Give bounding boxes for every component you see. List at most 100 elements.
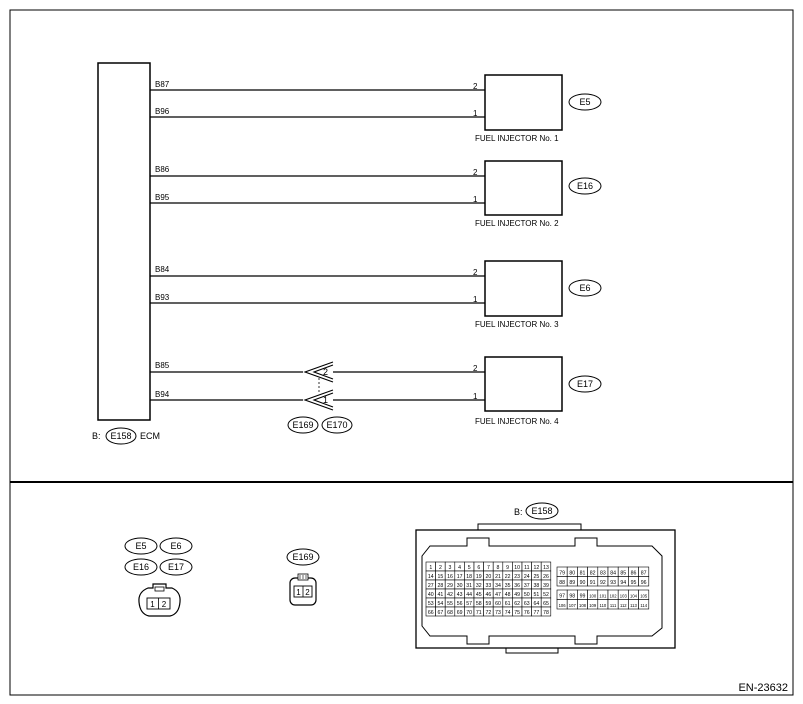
inline-pin-label: 1 (323, 395, 328, 405)
connector-label: E6 (170, 541, 181, 551)
ecm-pin-number: 85 (620, 571, 626, 577)
ecm-pin-number: 111 (610, 603, 617, 608)
injector-name: FUEL INJECTOR No. 3 (475, 320, 559, 329)
ecm-pin-number: 17 (457, 574, 463, 580)
ecm-pin-number: 21 (495, 574, 501, 580)
injector-connector-badge (568, 93, 602, 111)
ecm-pin-number: 58 (476, 601, 482, 607)
ecm-prefix: B: (92, 431, 101, 441)
ecm-pin-number: 105 (640, 594, 648, 599)
ecm-pin-number: 34 (495, 583, 501, 589)
ecm-pin-number: 73 (495, 610, 501, 616)
ecm-pin-number: 103 (620, 594, 628, 599)
injector-name: FUEL INJECTOR No. 2 (475, 219, 559, 228)
inline-pin-label: 2 (323, 367, 328, 377)
ecm-pin-number: 22 (505, 574, 511, 580)
injector-box (484, 160, 563, 216)
injector-pin-label: 2 (473, 82, 478, 91)
ecm-pin-number: 59 (486, 601, 492, 607)
connector-label: E16 (133, 562, 149, 572)
ecm-pin-label: B86 (155, 165, 170, 174)
ecm-plug-lock-top (477, 523, 582, 530)
ecm-pin-number: 109 (589, 603, 597, 608)
ecm-pin-number: 16 (447, 574, 453, 580)
ecm-pin-number: 113 (630, 603, 637, 608)
ecm-pin-number: 102 (610, 594, 618, 599)
ecm-pin-number: 74 (505, 610, 511, 616)
connector-label: E169 (292, 552, 313, 562)
ecm-pin-number: 12 (534, 565, 540, 571)
inline-connector-badge (321, 416, 353, 434)
ecm-pin-number: 49 (514, 592, 520, 598)
ecm-pin-number: 77 (534, 610, 540, 616)
injector-connector-badge (568, 279, 602, 297)
injector-name: FUEL INJECTOR No. 1 (475, 134, 559, 143)
ecm-pin-number: 60 (495, 601, 501, 607)
ecm-pin-number: 52 (543, 592, 549, 598)
ecm-connector-label: E158 (110, 431, 131, 441)
ecm-pin-number: 54 (438, 601, 444, 607)
ecm-pin-number: 67 (438, 610, 444, 616)
ecm-pin-number: 6 (477, 565, 480, 571)
inline-connector-symbol: 2 1 (303, 361, 334, 411)
ecm-pin-number: 82 (590, 571, 596, 577)
ecm-pin-number: 66 (428, 610, 434, 616)
ecm-pin-number: 41 (438, 592, 444, 598)
ecm-pin-number: 23 (514, 574, 520, 580)
plug-pin-label: 2 (305, 588, 310, 597)
injector-pin-label: 1 (473, 195, 478, 204)
ecm-pin-number: 50 (524, 592, 530, 598)
injector-connector-label: E5 (579, 97, 590, 107)
ecm-pin-number: 7 (487, 565, 490, 571)
ecm-pin-number: 38 (534, 583, 540, 589)
ecm-pin-number: 8 (497, 565, 500, 571)
injector-3: B84 B93 2 1 FUEL INJECTOR No. 3 E6 (150, 260, 602, 329)
ecm-unit: B: E158 ECM (92, 62, 160, 445)
ecm-pin-number: 107 (569, 603, 577, 608)
ecm-pin-number: 99 (580, 594, 586, 600)
injector-box (484, 356, 563, 412)
ecm-pin-label: B87 (155, 80, 170, 89)
connector-badge (159, 537, 193, 555)
ecm-pin-cell (638, 576, 650, 587)
ecm-pin-number: 48 (505, 592, 511, 598)
injector-pin-label: 1 (473, 392, 478, 401)
ecm-pin-number: 114 (640, 603, 647, 608)
ecm-pin-number: 71 (476, 610, 482, 616)
ecm-pin-number: 88 (559, 580, 565, 586)
injector-pin-label: 2 (473, 268, 478, 277)
ecm-pin-number: 24 (524, 574, 530, 580)
injector-pin-label: 1 (473, 109, 478, 118)
ecm-pin-number: 80 (569, 571, 575, 577)
ecm-pin-number: 75 (514, 610, 520, 616)
ecm-pin-number: 104 (630, 594, 638, 599)
ecm-pin-number: 101 (599, 594, 607, 599)
ecm-pin-number: 37 (524, 583, 530, 589)
connector-badge (286, 548, 320, 566)
ecm-pin-number: 18 (466, 574, 472, 580)
connector-badge (124, 558, 158, 576)
ecm-pin-number: 100 (589, 594, 597, 599)
ecm-pin-label: B93 (155, 293, 170, 302)
ecm-pin-number: 51 (534, 592, 540, 598)
connector-badge (525, 502, 559, 520)
connector-label: E5 (135, 541, 146, 551)
ecm-pin-number: 68 (447, 610, 453, 616)
ecm-pin-number: 84 (610, 571, 616, 577)
ecm-plug-lock-bottom (505, 648, 559, 654)
ecm-pin-number: 87 (641, 571, 647, 577)
ecm-label: ECM (140, 431, 160, 441)
connector-arrow (303, 361, 334, 383)
ecm-pin-number: 11 (524, 565, 529, 571)
ecm-pin-number: 35 (505, 583, 511, 589)
ecm-pin-number: 10 (514, 565, 520, 571)
diagram-frame (9, 9, 794, 696)
injector-pin-label: 1 (473, 295, 478, 304)
ecm-pin-number: 25 (534, 574, 540, 580)
ecm-pin-number: 1 (429, 565, 432, 571)
ecm-pin-number: 78 (543, 610, 549, 616)
ecm-pin-number: 96 (641, 580, 647, 586)
plug-latch (154, 586, 165, 592)
